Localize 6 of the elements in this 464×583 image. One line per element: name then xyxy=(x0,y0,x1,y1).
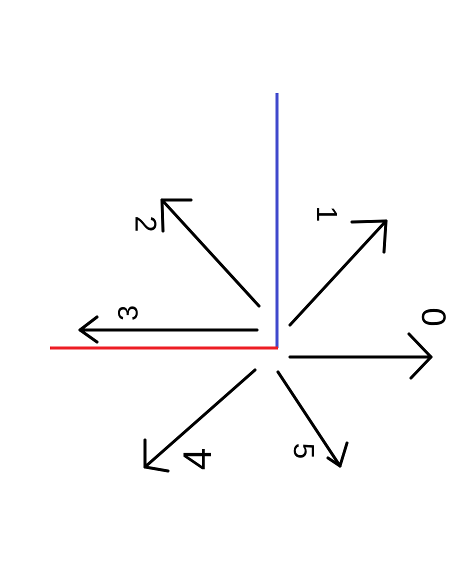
direction-number: 0 xyxy=(422,308,448,326)
direction-number: 3 xyxy=(118,305,138,321)
direction-number: 1 xyxy=(314,206,336,222)
direction-number: 5 xyxy=(291,442,313,460)
direction-number: 4 xyxy=(183,448,213,470)
direction-number: 2 xyxy=(132,216,156,232)
